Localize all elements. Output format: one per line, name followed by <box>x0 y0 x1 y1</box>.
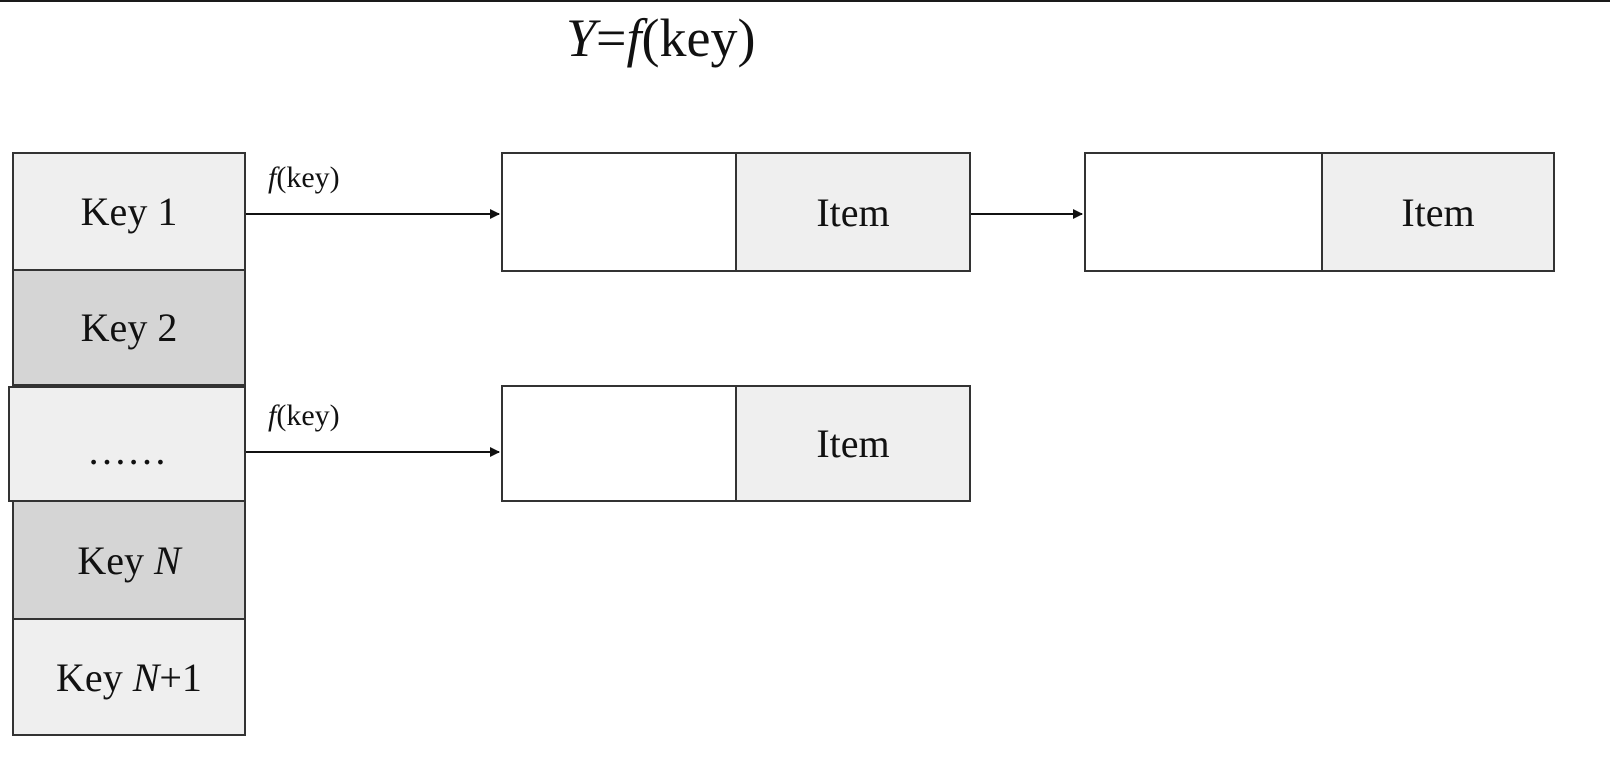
node-pointer-field <box>503 154 737 270</box>
node-item-field: Item <box>737 387 969 500</box>
hash-formula: Y=f(key) <box>566 8 756 68</box>
node-item-field: Item <box>737 154 969 270</box>
key-cell-ellipsis: …… <box>8 386 246 502</box>
key-label: Key 2 <box>80 305 178 350</box>
key-cell-2: Key 2 <box>12 269 246 386</box>
node-pointer-field <box>503 387 737 500</box>
key-cell-1: Key 1 <box>12 152 246 271</box>
list-node-1: Item <box>501 152 971 272</box>
key-label: Key 1 <box>80 189 178 234</box>
hash-function-label: f(key) <box>268 399 340 432</box>
key-label: Key N+1 <box>56 654 202 700</box>
list-node-2: Item <box>1084 152 1555 272</box>
node-item-field: Item <box>1323 154 1553 270</box>
top-rule <box>0 0 1610 2</box>
key-label: …… <box>87 427 167 473</box>
hash-function-label: f(key) <box>268 161 340 194</box>
node-pointer-field <box>1086 154 1323 270</box>
key-label: Key N <box>77 537 181 583</box>
key-cell-n: Key N <box>12 500 246 620</box>
list-node-3: Item <box>501 385 971 502</box>
key-cell-n-plus-1: Key N+1 <box>12 618 246 736</box>
